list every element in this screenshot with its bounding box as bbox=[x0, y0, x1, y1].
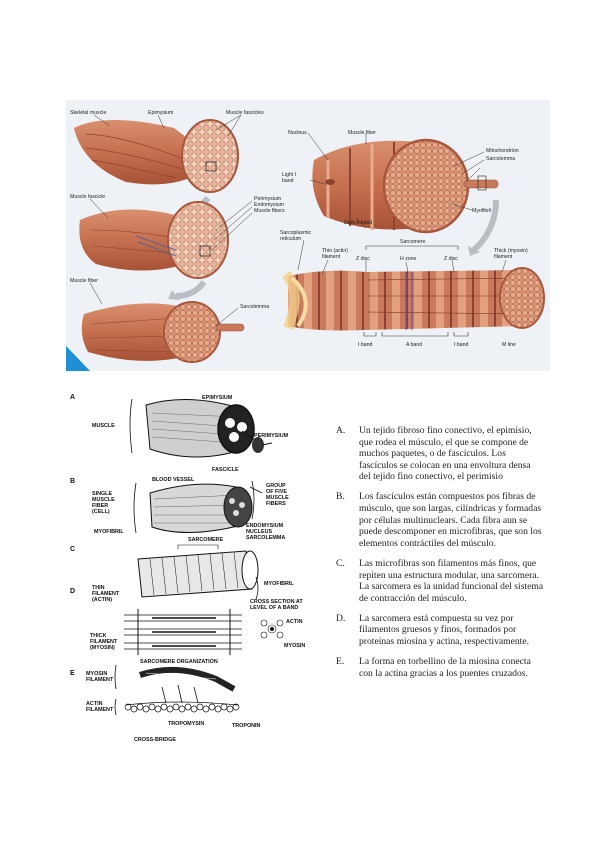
label-d: D bbox=[70, 588, 75, 595]
label-a: A bbox=[70, 394, 75, 401]
label-thick-filament: Thick (myosin)filament bbox=[494, 248, 528, 260]
label-perimysium: Perimysium bbox=[254, 196, 281, 202]
muscle-anatomy-color-figure: Skeletal muscle Epimysium Muscle fascicl… bbox=[66, 100, 550, 371]
list-text: La forma en torbellino de la miosina con… bbox=[359, 656, 531, 679]
description-list: A. Un tejido fibroso fino conectivo, el … bbox=[336, 425, 544, 688]
muscle-structure-lineart-figure: A MUSCLE EPIMYSIUM PERIMYSIUM FASCICLE B… bbox=[66, 383, 328, 751]
list-marker: A. bbox=[336, 425, 346, 436]
label-endomysium: Endomysium bbox=[254, 202, 284, 208]
label-muscle: MUSCLE bbox=[92, 423, 115, 429]
label-i-band-2: I band bbox=[454, 342, 469, 348]
label-e: E bbox=[70, 670, 75, 677]
list-marker: C. bbox=[336, 557, 345, 569]
label-troponin: TROPONIN bbox=[232, 723, 261, 729]
list-item: B. Los fascículos están compuestos pos f… bbox=[336, 491, 544, 549]
filaments-drawing bbox=[124, 666, 240, 713]
label-c: C bbox=[70, 546, 75, 553]
label-a-band: A band bbox=[406, 342, 422, 348]
myofibril-drawing bbox=[282, 267, 545, 331]
label-i-band-1: I band bbox=[358, 342, 373, 348]
label-mitochondrion: Mitochondrion bbox=[486, 148, 519, 154]
label-sarcolemma-bw: SARCOLEMMA bbox=[246, 535, 285, 541]
fiber-closeup-drawing bbox=[312, 138, 499, 234]
list-item: E. La forma en torbellino de la miosina … bbox=[336, 656, 544, 679]
list-marker: D. bbox=[336, 612, 346, 624]
list-item: D. La sarcomera está compuesta su vez po… bbox=[336, 613, 544, 648]
label-sarcolemma-left: Sarcolemma bbox=[240, 304, 269, 310]
list-item: C. Las microfibras son filamentos más fi… bbox=[336, 558, 544, 604]
label-epimysium: Epimysium bbox=[148, 110, 173, 116]
label-cross-bridge: CROSS-BRIDGE bbox=[134, 737, 176, 743]
myofibril-lineart-drawing bbox=[137, 544, 259, 598]
label-z-disc-2: Z disc bbox=[444, 256, 458, 262]
skeletal-muscle-drawing bbox=[74, 119, 239, 193]
label-sarcolemma-right: Sarcolemma bbox=[486, 156, 515, 162]
label-m-line: M line bbox=[502, 342, 516, 348]
label-thin-filament: Thin (actin)filament bbox=[322, 248, 348, 260]
label-muscle-fiber-right: Muscle fiber bbox=[348, 130, 376, 136]
muscle-structure-illustration: A MUSCLE EPIMYSIUM PERIMYSIUM FASCICLE B… bbox=[70, 394, 305, 743]
list-text: Los fascículos están compuestos pos fibr… bbox=[359, 491, 542, 549]
label-myofibril: Myofibril bbox=[472, 208, 491, 214]
muscle-fascicle-drawing bbox=[79, 201, 229, 279]
label-myofibril-d: MYOFIBRIL bbox=[264, 581, 294, 587]
label-muscle-fiber-left: Muscle fiber bbox=[70, 278, 98, 284]
list-marker: E. bbox=[336, 656, 345, 668]
label-nucleus: Nucleus bbox=[288, 130, 307, 136]
label-skeletal-muscle: Skeletal muscle bbox=[70, 110, 106, 116]
label-blood-vessel: BLOOD VESSEL bbox=[152, 477, 195, 483]
label-epimysium-bw: EPIMYSIUM bbox=[202, 395, 233, 401]
label-sarcomere-bw: SARCOMERE bbox=[188, 537, 223, 543]
label-nucleus-bw: NUCLEUS bbox=[246, 529, 272, 535]
label-endomysium-bw: ENDOMYSIUM bbox=[246, 523, 284, 529]
label-muscle-fascicles: Muscle fascicles bbox=[226, 110, 264, 116]
label-z-disc-1: Z disc bbox=[356, 256, 370, 262]
label-dark-a-band: Dark A band bbox=[344, 220, 372, 226]
label-myosin: MYOSIN bbox=[284, 643, 305, 649]
label-sarcomere: Sarcomere bbox=[400, 239, 425, 245]
corner-triangle-icon bbox=[66, 346, 90, 371]
sarcomere-organization-drawing bbox=[124, 609, 284, 655]
list-text: Las microfibras son filamentos más finos… bbox=[359, 557, 544, 604]
label-muscle-fascicle: Muscle fascicle bbox=[70, 194, 105, 200]
label-tropomyosin: TROPOMYSIN bbox=[168, 721, 204, 727]
label-muscle-fibers: Muscle fibers bbox=[254, 208, 285, 214]
list-text: Un tejido fibroso fino conectivo, el epi… bbox=[359, 425, 532, 483]
label-fascicle: FASCICLE bbox=[212, 467, 239, 473]
list-marker: B. bbox=[336, 491, 345, 503]
label-sarcomere-organization: SARCOMERE ORGANIZATION bbox=[140, 659, 218, 665]
label-perimysium-bw: PERIMYSIUM bbox=[254, 433, 289, 439]
label-b: B bbox=[70, 478, 75, 485]
muscle-drawing bbox=[145, 399, 273, 458]
label-actin: ACTIN bbox=[286, 619, 303, 625]
muscle-fiber-drawing bbox=[81, 301, 245, 363]
label-myofibril-b: MYOFIBRIL bbox=[94, 529, 124, 535]
list-item: A. Un tejido fibroso fino conectivo, el … bbox=[336, 425, 544, 483]
fiber-bundle-drawing bbox=[149, 483, 263, 533]
list-text: La sarcomera está compuesta su vez por f… bbox=[359, 612, 529, 647]
label-h-zone: H zone bbox=[400, 256, 417, 262]
muscle-anatomy-illustration: Skeletal muscle Epimysium Muscle fascicl… bbox=[66, 110, 545, 371]
